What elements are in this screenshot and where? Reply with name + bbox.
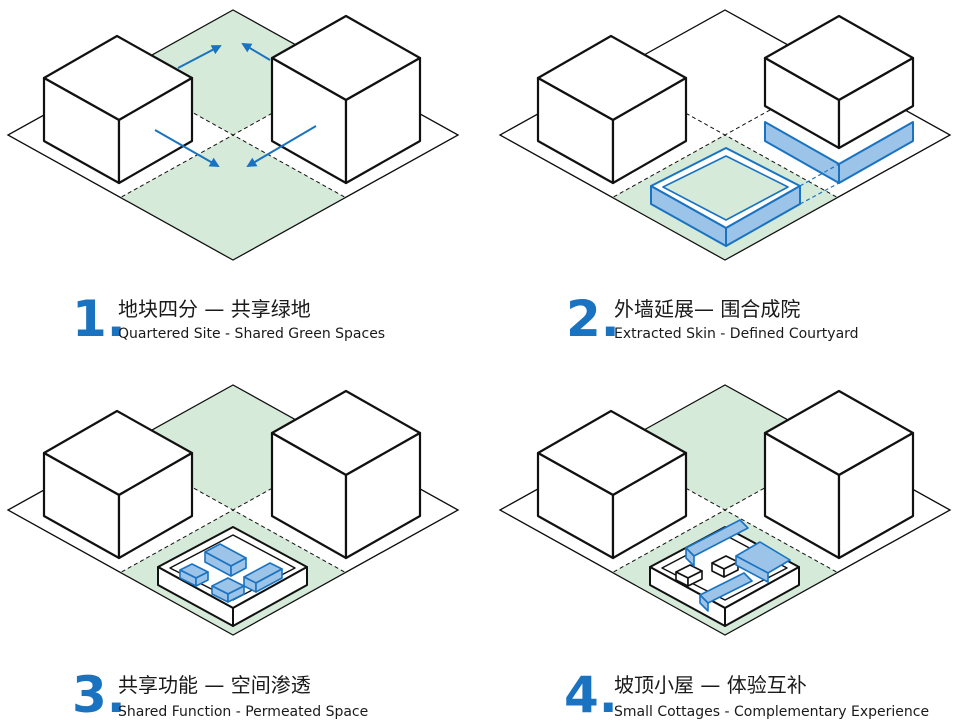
panel-1: 1. 地块四分 — 共享绿地 Quartered Site - Shared G…: [6, 9, 460, 348]
panel-title-cn: 坡顶小屋 — 体验互补: [614, 673, 807, 697]
panel-title-cn: 共享功能 — 空间渗透: [118, 673, 311, 697]
panel-number: 3.: [72, 666, 126, 724]
shared-function-volumes: [179, 543, 283, 603]
building-block-right: [763, 389, 915, 560]
building-block-left: [42, 409, 194, 560]
building-block-right: [270, 14, 422, 185]
building-block-right: [763, 14, 915, 184]
panel-4: 4. 坡顶小屋 — 体验互补 Small Cottages - Compleme…: [498, 384, 952, 724]
extracted-skin-courtyard: [650, 147, 840, 247]
building-block-left: [536, 34, 688, 185]
panel-title-en: Small Cottages - Complementary Experienc…: [614, 704, 929, 720]
panel-number: 1.: [72, 290, 126, 348]
panel-title-en: Quartered Site - Shared Green Spaces: [118, 326, 385, 342]
panel-3: 3. 共享功能 — 空间渗透 Shared Function - Permeat…: [6, 384, 460, 724]
panel-title-en: Shared Function - Permeated Space: [118, 704, 368, 720]
panel-number: 2.: [566, 290, 620, 348]
panel-2: 2. 外墙延展— 围合成院 Extracted Skin - Defined C…: [498, 9, 952, 348]
building-block-right: [270, 389, 422, 560]
panel-title-cn: 地块四分 — 共享绿地: [118, 297, 311, 321]
panel-title-en: Extracted Skin - Defined Courtyard: [614, 326, 859, 342]
building-block-left: [536, 409, 688, 560]
small-cottages: [675, 519, 791, 612]
panel-title-cn: 外墙延展— 围合成院: [614, 297, 800, 321]
flow-arrows: [154, 42, 317, 168]
panel-number: 4.: [564, 666, 618, 724]
